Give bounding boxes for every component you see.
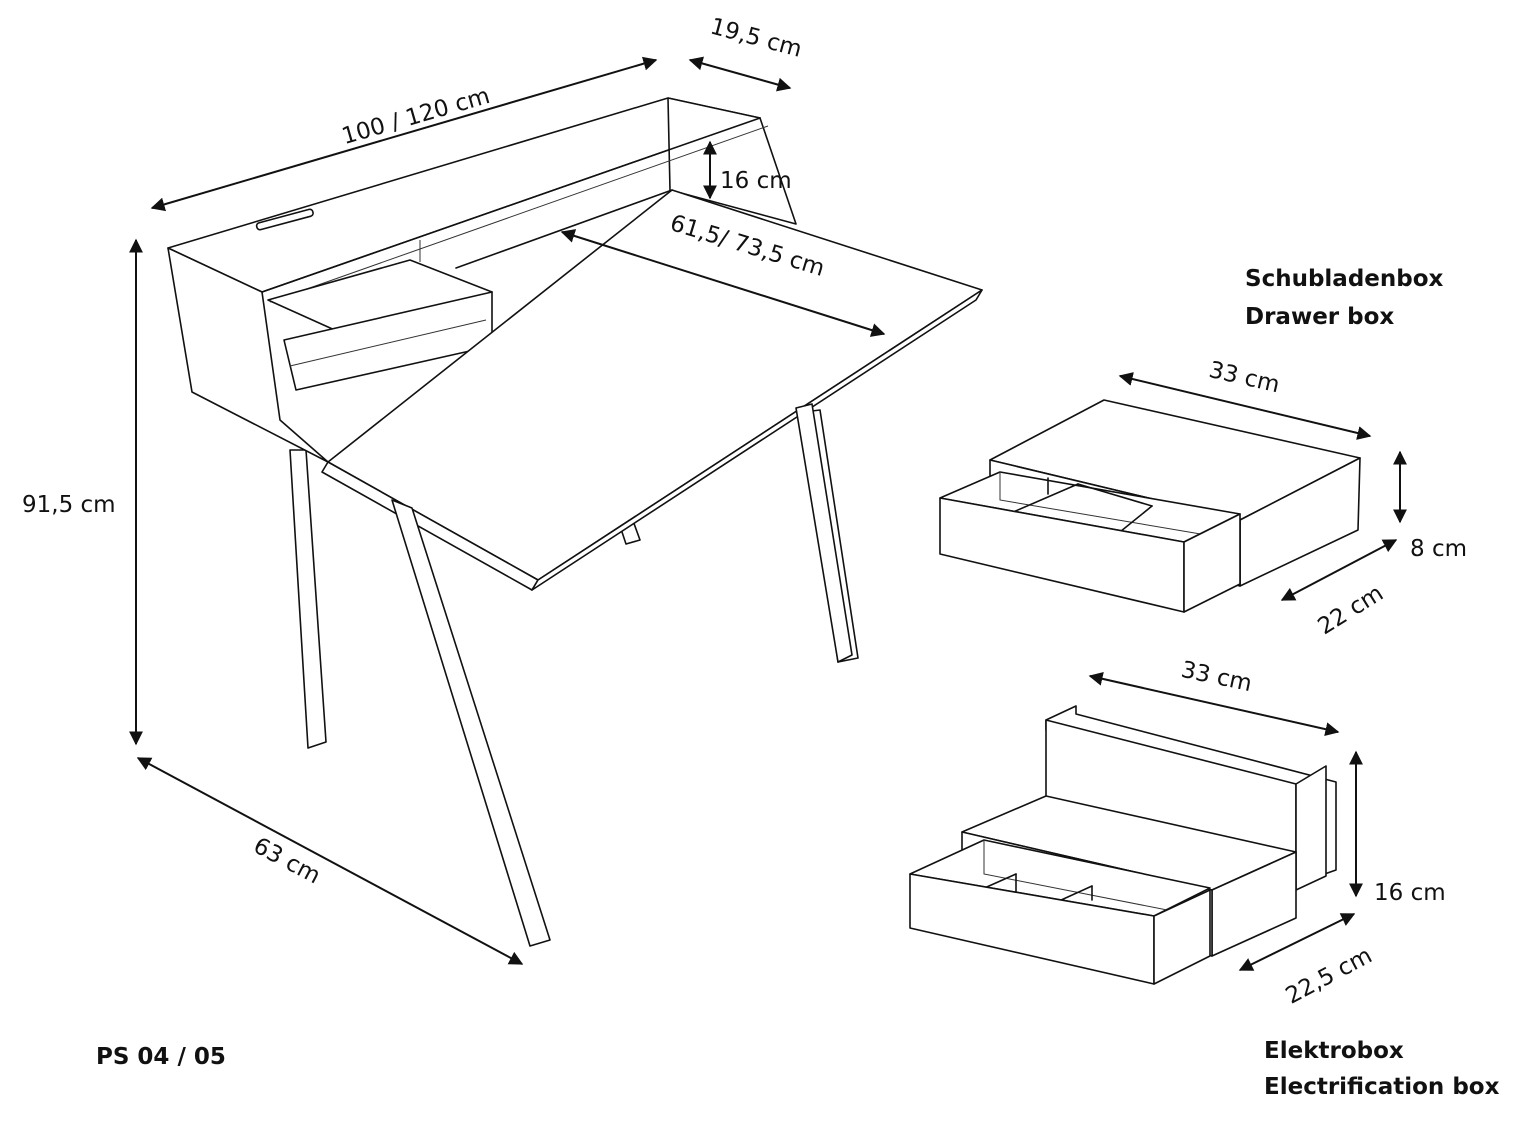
shelf-depth-label: 19,5 cm [707, 13, 804, 62]
drawer-box-title-de: Schubladenbox [1245, 266, 1444, 292]
drawer-box-illustration [939, 399, 1361, 613]
elektro-height-label: 16 cm [1374, 880, 1446, 906]
elektro-width-arrow [1088, 671, 1340, 737]
drawer-width-label: 33 cm [1206, 357, 1282, 398]
drawer-depth-label: 22 cm [1313, 580, 1388, 640]
shelf-depth-arrow [688, 56, 792, 92]
elektro-depth-arrow [1238, 913, 1356, 971]
desk-depth-label: 63 cm [249, 833, 324, 890]
shelf-height-label: 16 cm [720, 168, 792, 194]
electrification-box-illustration [909, 705, 1337, 985]
desk-depth-arrow [136, 757, 524, 965]
desk-width-arrow [150, 56, 658, 212]
desk-inner-depth-arrow [560, 229, 886, 337]
desk-width-label: 100 / 120 cm [339, 83, 493, 150]
desk-illustration [167, 97, 983, 947]
desk-height-label: 91,5 cm [22, 492, 116, 518]
drawer-width-arrow [1118, 372, 1372, 440]
drawer-depth-arrow [1280, 539, 1398, 601]
elektro-depth-label: 22,5 cm [1282, 943, 1377, 1010]
electrification-box-title-de: Elektrobox [1264, 1038, 1404, 1064]
drawer-height-label: 8 cm [1410, 536, 1467, 562]
model-label: PS 04 / 05 [96, 1044, 226, 1070]
electrification-box-title-en: Electrification box [1264, 1074, 1500, 1100]
drawer-box-title-en: Drawer box [1245, 304, 1394, 330]
elektro-width-label: 33 cm [1179, 657, 1254, 697]
